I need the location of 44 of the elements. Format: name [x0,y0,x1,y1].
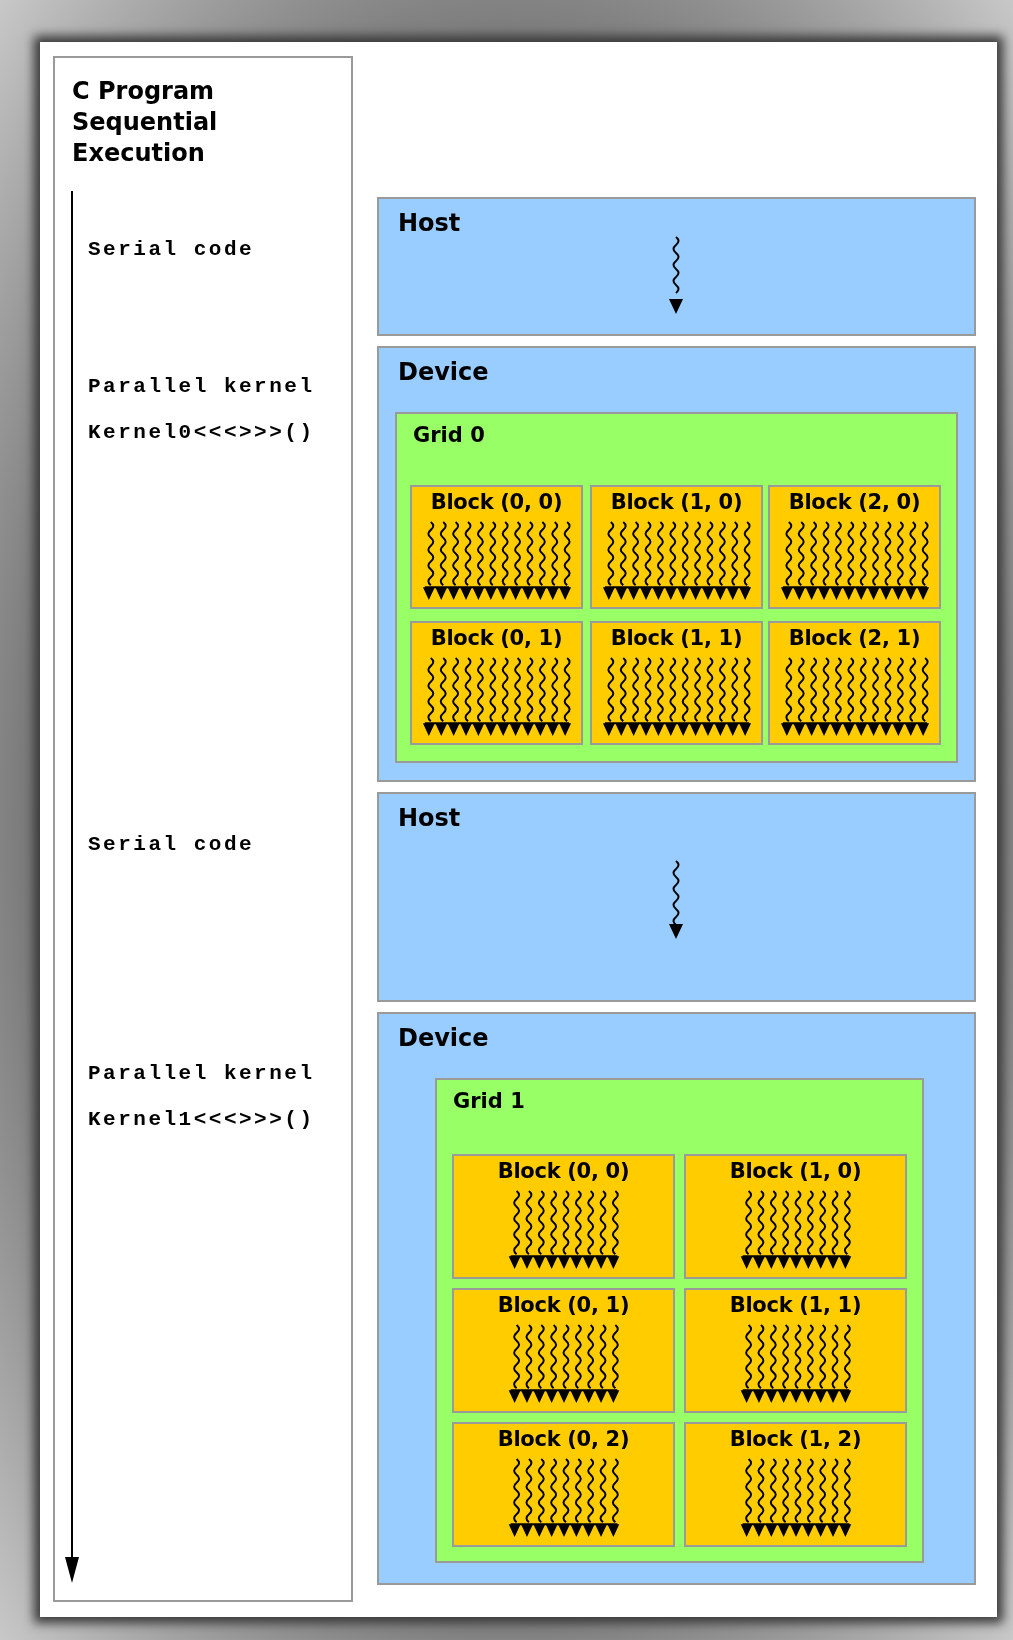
block-box [768,621,941,745]
block-box [684,1288,907,1413]
block-box [410,621,583,745]
block-label: Block (1, 0) [728,1159,863,1183]
block-box [452,1154,675,1279]
code-text: Serial code [88,238,255,261]
region-box [377,792,976,1002]
program-panel [53,56,353,1602]
code-text: Parallel kernel [88,375,315,398]
block-label: Block (0, 0) [496,1159,631,1183]
region-label: Host [398,209,461,237]
block-label: Block (1, 0) [609,490,744,514]
grid-box [435,1078,924,1563]
block-label: Block (0, 0) [429,490,564,514]
block-label: Block (1, 1) [728,1293,863,1317]
panel-title: C Program Sequential Execution [72,76,219,169]
block-label: Block (0, 1) [429,626,564,650]
region-box [377,1012,976,1585]
region-box [377,197,976,336]
block-box [452,1288,675,1413]
code-text: Serial code [88,833,255,856]
block-box [590,621,763,745]
region-label: Device [398,358,489,386]
block-box [684,1422,907,1547]
block-label: Block (0, 2) [496,1427,631,1451]
block-box [684,1154,907,1279]
block-label: Block (0, 1) [496,1293,631,1317]
code-text: Kernel1<<<>>>() [88,1108,315,1131]
block-box [452,1422,675,1547]
block-box [768,485,941,609]
region-box [377,346,976,782]
block-box [410,485,583,609]
region-label: Host [398,804,461,832]
block-label: Block (1, 2) [728,1427,863,1451]
code-text: Parallel kernel [88,1062,315,1085]
block-box [590,485,763,609]
grid-label: Grid 0 [413,423,485,447]
block-label: Block (2, 0) [787,490,922,514]
grid-label: Grid 1 [453,1089,525,1113]
region-label: Device [398,1024,489,1052]
code-text: Kernel0<<<>>>() [88,421,315,444]
block-label: Block (2, 1) [787,626,922,650]
grid-box [395,412,958,763]
block-label: Block (1, 1) [609,626,744,650]
